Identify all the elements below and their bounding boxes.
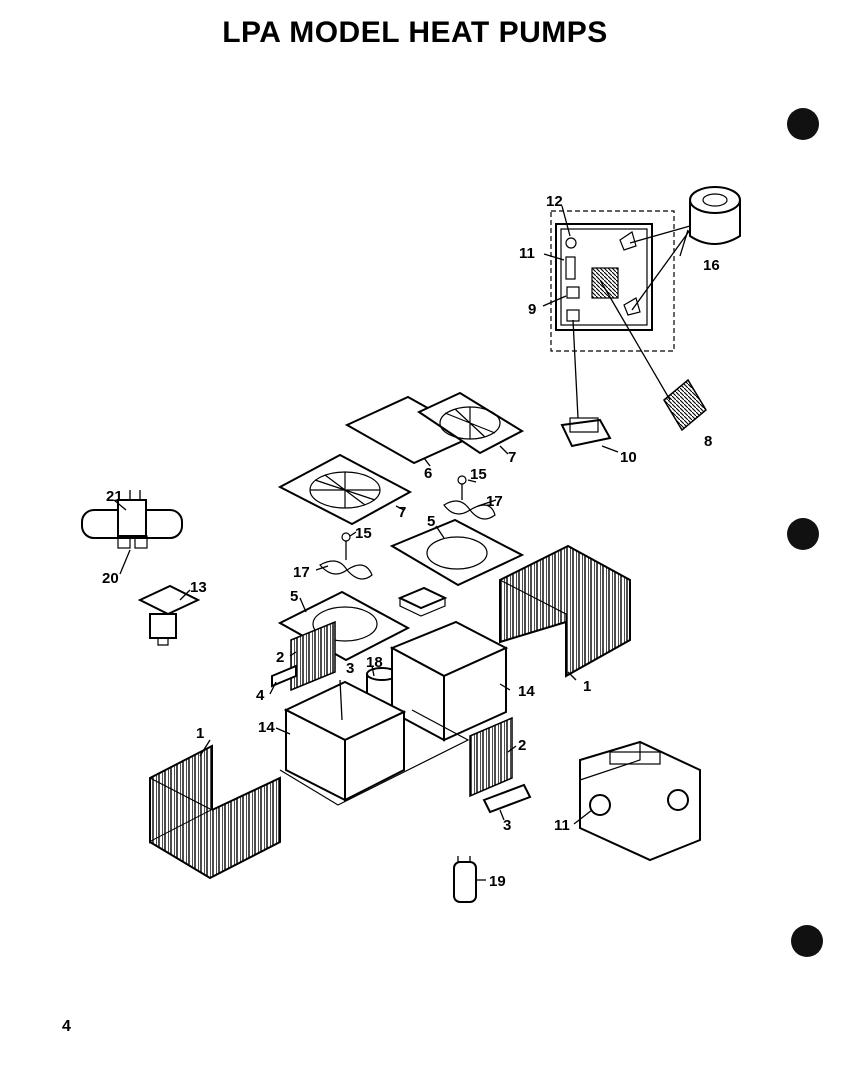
louvered-panel-part xyxy=(499,544,631,678)
fan-blade-part xyxy=(319,532,373,580)
callout-label: 13 xyxy=(190,579,207,596)
callout-label: 15 xyxy=(470,466,487,483)
callout-label: 6 xyxy=(424,465,432,482)
coil-section-part xyxy=(283,680,407,802)
cover-plate-part xyxy=(482,783,532,814)
callout-label: 10 xyxy=(620,449,637,466)
callout-label: 14 xyxy=(258,719,275,736)
reversing-valve-part xyxy=(81,490,183,549)
binder-hole-icon xyxy=(787,108,819,140)
callout-label: 17 xyxy=(486,493,503,510)
top-cover-part xyxy=(389,518,525,587)
callout-label: 14 xyxy=(518,683,535,700)
callout-label: 11 xyxy=(554,817,570,834)
louvered-panel-part xyxy=(149,744,281,880)
access-panel-part xyxy=(469,716,513,798)
capacitor-part xyxy=(689,186,741,245)
callout-label: 5 xyxy=(290,588,298,605)
fan-grille-part xyxy=(416,391,525,455)
pressure-switch-part xyxy=(137,584,201,646)
callout-label: 5 xyxy=(427,513,435,530)
callout-label: 18 xyxy=(366,654,383,671)
callout-label: 3 xyxy=(503,817,511,834)
callout-label: 9 xyxy=(528,301,536,318)
callout-label: 1 xyxy=(583,678,591,695)
callout-label: 4 xyxy=(256,687,265,704)
callout-label: 17 xyxy=(293,564,310,581)
cover-plate-part xyxy=(271,664,297,688)
callout-label: 19 xyxy=(489,873,506,890)
binder-hole-icon xyxy=(787,518,819,550)
callout-label: 8 xyxy=(704,433,712,450)
contactor-part xyxy=(560,417,612,448)
callout-label: 11 xyxy=(519,245,535,262)
fan-grille-part xyxy=(277,453,413,526)
callout-label: 7 xyxy=(508,449,516,466)
callout-label: 7 xyxy=(398,504,406,521)
callout-label: 3 xyxy=(346,660,354,677)
callout-label: 21 xyxy=(106,488,123,505)
callout-label: 12 xyxy=(546,193,563,210)
base-rail-part xyxy=(279,709,470,806)
callout-label: 16 xyxy=(703,257,720,274)
callout-label: 2 xyxy=(276,649,284,666)
callout-label: 20 xyxy=(102,570,119,587)
page-number: 4 xyxy=(62,1018,71,1035)
callout-label: 15 xyxy=(355,525,372,542)
divider-part xyxy=(397,586,448,610)
callout-label: 2 xyxy=(518,737,526,754)
fan-motor-part xyxy=(579,740,701,862)
binder-hole-icon xyxy=(791,925,823,957)
diagram-title: LPA MODEL HEAT PUMPS xyxy=(222,16,608,49)
run-capacitor-part xyxy=(453,856,477,903)
callout-label: 1 xyxy=(196,725,204,742)
coil-section-part xyxy=(389,620,509,742)
defrost-control-part xyxy=(663,378,707,432)
